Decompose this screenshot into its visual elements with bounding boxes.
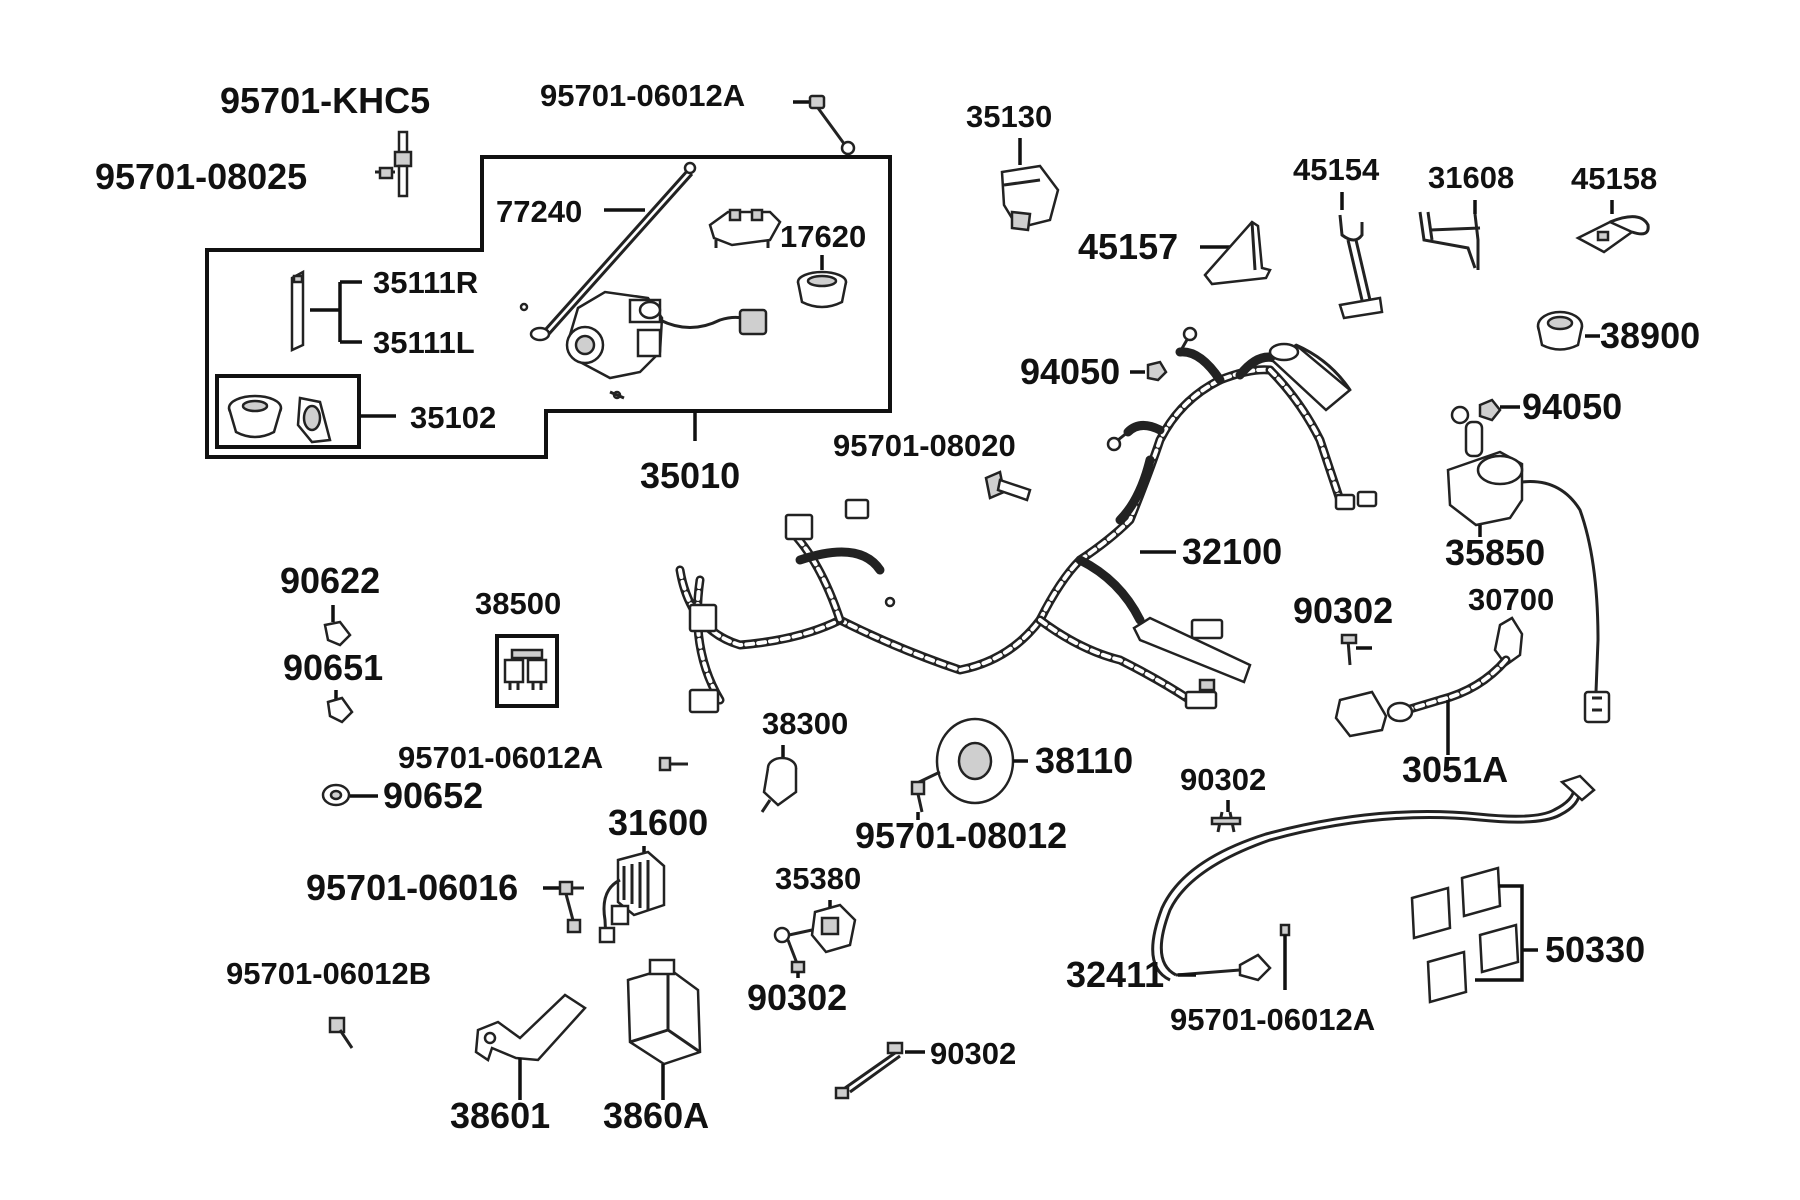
bracket-45154-drawing xyxy=(1338,214,1384,320)
regulator-31600-drawing xyxy=(598,850,666,944)
label-35130: 35130 xyxy=(966,99,1052,134)
label-32100: 32100 xyxy=(1182,531,1282,572)
label-35111l: 35111L xyxy=(373,325,475,360)
ignition-coil-35850-drawing xyxy=(1446,420,1611,724)
label-45157: 45157 xyxy=(1078,226,1178,267)
label-95701-08012: 95701-08012 xyxy=(855,815,1067,856)
switch-bracket-17620-drawing xyxy=(708,208,848,309)
battery-cable-32411-drawing xyxy=(1151,774,1596,982)
clip-45158-drawing xyxy=(1575,215,1650,254)
label-38300: 38300 xyxy=(762,706,848,741)
label-45154: 45154 xyxy=(1293,152,1380,187)
label-94050-mid: 94050 xyxy=(1020,351,1120,392)
label-77240: 77240 xyxy=(496,194,582,229)
label-38900: 38900 xyxy=(1600,315,1700,356)
label-90302-b: 90302 xyxy=(1180,762,1266,797)
clip-31608-drawing xyxy=(1418,211,1481,270)
nut-94050-right-drawing xyxy=(1450,398,1502,425)
cable-77240-drawing xyxy=(529,161,697,342)
label-17620: 17620 xyxy=(780,219,866,254)
nut-94050-mid-drawing xyxy=(1146,360,1168,382)
pads-50330-drawing xyxy=(1410,866,1520,1004)
label-38601: 38601 xyxy=(450,1095,550,1136)
label-3051a: 3051A xyxy=(1402,749,1508,790)
group-box-38500 xyxy=(495,634,559,708)
switch-38300-drawing xyxy=(760,756,798,813)
bolt-90302-a-drawing xyxy=(1340,633,1372,666)
cdi-unit-3860a-drawing xyxy=(626,958,702,1066)
bolt-95701-08020-drawing xyxy=(984,470,1032,502)
leader-35111 xyxy=(310,280,362,344)
label-38500: 38500 xyxy=(475,586,561,621)
bracket-38601-drawing xyxy=(474,993,587,1062)
label-90652: 90652 xyxy=(383,775,483,816)
clip-90651-drawing xyxy=(326,696,354,724)
label-90651: 90651 xyxy=(283,647,383,688)
label-95701-khc5: 95701-KHC5 xyxy=(220,80,430,121)
bolt-90302-c-drawing xyxy=(786,939,806,974)
bolt-90302-b-drawing xyxy=(1210,811,1242,833)
cover-35111-drawing xyxy=(290,269,305,352)
label-35380: 35380 xyxy=(775,861,861,896)
label-95701-08025: 95701-08025 xyxy=(95,156,307,197)
label-31600: 31600 xyxy=(608,802,708,843)
spark-plug-cap-3051a-drawing xyxy=(1334,616,1524,738)
clamp-90652-drawing xyxy=(321,783,351,807)
bolt-95701-06012a-mid-drawing xyxy=(658,756,688,772)
label-95701-08020: 95701-08020 xyxy=(833,428,1016,463)
label-30700: 30700 xyxy=(1468,582,1554,617)
label-90622: 90622 xyxy=(280,560,380,601)
clip-90622-drawing xyxy=(323,620,352,647)
group-box-35010 xyxy=(205,155,892,459)
label-32411: 32411 xyxy=(1066,954,1164,995)
label-35102: 35102 xyxy=(410,400,496,435)
bolt-95701-06012a-top-drawing xyxy=(808,94,856,156)
horn-38110-drawing xyxy=(914,717,1015,805)
label-90302-d: 90302 xyxy=(930,1036,1016,1071)
fuse-38500-drawing xyxy=(503,648,548,690)
group-box-35102 xyxy=(215,374,361,449)
label-95701-06012a-mid: 95701-06012A xyxy=(398,740,603,775)
label-95701-06012b: 95701-06012B xyxy=(226,956,431,991)
sensor-35380-drawing xyxy=(773,903,857,954)
bolt-95701-06012b-drawing xyxy=(328,1016,354,1049)
key-cylinder-35102-drawing xyxy=(227,394,332,444)
bracket-45157-drawing xyxy=(1203,220,1272,286)
bolt-95701-06016-drawing xyxy=(558,880,584,934)
leader-50330 xyxy=(1475,884,1538,982)
relay-35130-drawing xyxy=(1000,164,1060,232)
bolt-90302-d-drawing xyxy=(834,1041,904,1100)
label-90302-a: 90302 xyxy=(1293,590,1393,631)
wire-harness-32100-drawing xyxy=(675,326,1378,714)
label-38110: 38110 xyxy=(1035,740,1133,781)
label-35010: 35010 xyxy=(640,455,740,496)
ignition-switch-drawing xyxy=(519,290,768,400)
label-95701-06012a-bot: 95701-06012A xyxy=(1170,1002,1375,1037)
cap-38900-drawing xyxy=(1536,310,1584,351)
label-35850: 35850 xyxy=(1445,532,1545,573)
label-95701-06016: 95701-06016 xyxy=(306,867,518,908)
label-3860a: 3860A xyxy=(603,1095,709,1136)
label-31608: 31608 xyxy=(1428,160,1514,195)
bolt-95701-khc5-drawing xyxy=(375,130,413,198)
label-50330: 50330 xyxy=(1545,929,1645,970)
bolt-95701-08012-drawing xyxy=(910,780,926,813)
label-95701-06012a-top: 95701-06012A xyxy=(540,78,745,113)
label-35111r: 35111R xyxy=(373,265,478,300)
label-45158: 45158 xyxy=(1571,161,1657,196)
bolt-95701-06012a-bot-drawing xyxy=(1279,923,1291,937)
label-90302-c: 90302 xyxy=(747,977,847,1018)
label-94050-right: 94050 xyxy=(1522,386,1622,427)
